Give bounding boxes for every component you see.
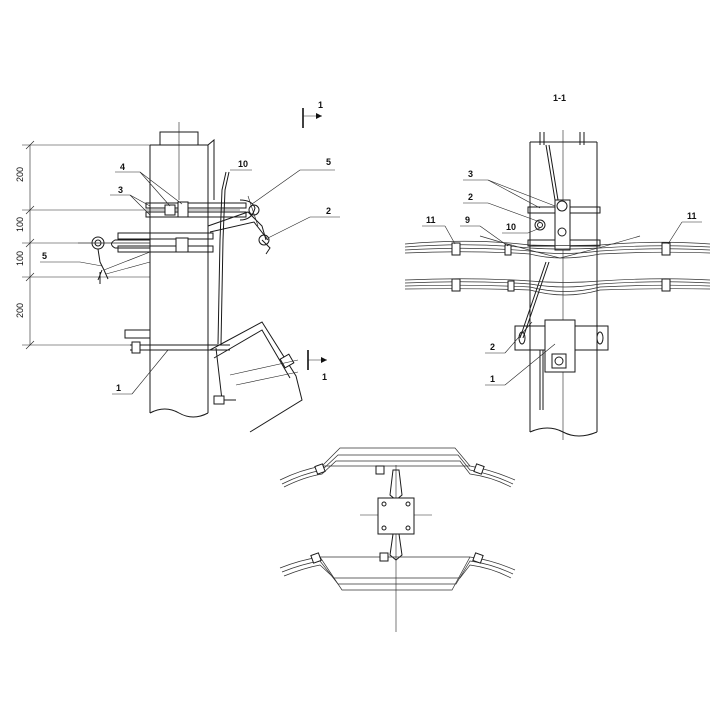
- dim-100-upper: 100: [15, 217, 25, 232]
- plan-center-fitting: [360, 465, 432, 632]
- section-bracket: [514, 319, 609, 410]
- cut-label-bottom: 1: [322, 372, 327, 382]
- section-label-10: 10: [506, 222, 516, 232]
- plan-upper-bundle: [279, 447, 516, 488]
- label-1: 1: [116, 383, 121, 393]
- plan-lower-bundle: [279, 552, 516, 591]
- junction-box: [209, 321, 303, 433]
- left-side-view: 200 100 100 200 1 1: [15, 100, 340, 433]
- section-label-2: 2: [468, 192, 473, 202]
- plan-view: [279, 447, 516, 632]
- section-label-2-lower: 2: [490, 342, 495, 352]
- lower-cable-bundle: [404, 278, 711, 296]
- left-leaders: 4 3 10 5 2 5 1: [40, 157, 340, 395]
- section-title: 1-1: [553, 93, 566, 103]
- pole-left: [149, 122, 209, 418]
- label-4: 4: [120, 162, 125, 172]
- section-label-9: 9: [465, 215, 470, 225]
- section-bands: [527, 199, 601, 251]
- bottom-bracket: [124, 329, 230, 354]
- section-label-3: 3: [468, 169, 473, 179]
- label-3: 3: [118, 185, 123, 195]
- section-label-1: 1: [490, 374, 495, 384]
- mid-clamp-left-bracket: [78, 232, 214, 284]
- dimension-chain: 200 100 100 200: [15, 140, 240, 350]
- cut-label-top: 1: [318, 100, 323, 110]
- label-5-right: 5: [326, 157, 331, 167]
- top-clamp-bands: [145, 138, 260, 221]
- dim-200-top: 200: [15, 167, 25, 182]
- label-2: 2: [326, 206, 331, 216]
- right-fitting: [207, 195, 271, 255]
- cut-mark-top: 1: [302, 100, 323, 128]
- section-label-11-left: 11: [426, 215, 436, 225]
- label-5-left: 5: [42, 251, 47, 261]
- section-down-conductor: [519, 144, 559, 339]
- section-leaders: 3 2 10 11 9 11 2 1: [422, 169, 702, 386]
- down-conductor: [217, 171, 230, 345]
- cut-mark-bottom: 1: [307, 350, 327, 382]
- label-10: 10: [238, 159, 248, 169]
- dim-100-lower: 100: [15, 251, 25, 266]
- dim-200-bottom: 200: [15, 303, 25, 318]
- section-1-1-view: 1-1: [404, 93, 711, 440]
- section-label-11-right: 11: [687, 211, 697, 221]
